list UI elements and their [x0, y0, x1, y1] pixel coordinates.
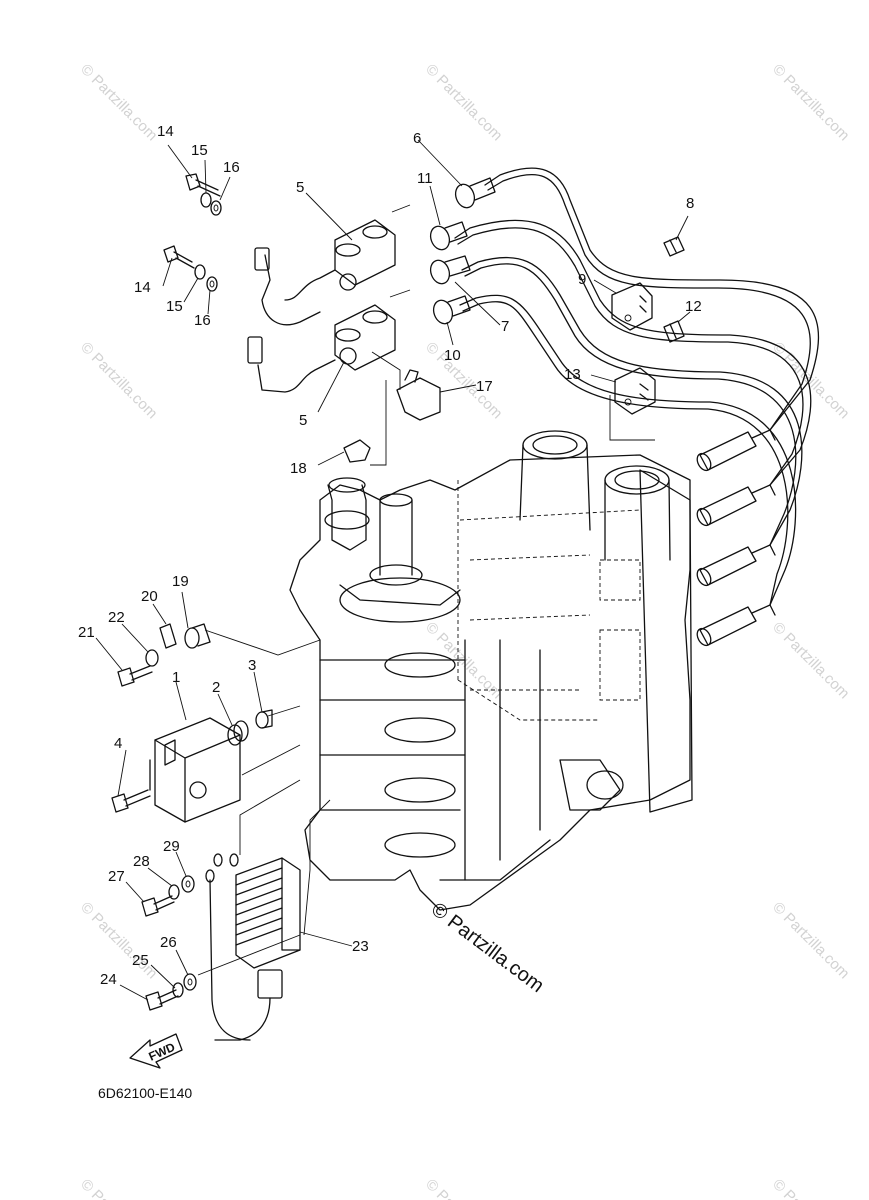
- callout-5-upper: 5: [296, 179, 304, 196]
- callout-13: 13: [564, 366, 581, 383]
- holder-8: [663, 236, 685, 257]
- cdi-unit-1: [149, 717, 241, 823]
- callout-22: 22: [108, 609, 125, 626]
- plug-cap-3: [696, 544, 776, 587]
- callout-14-lower: 14: [134, 279, 151, 296]
- leader-lines: [95, 139, 691, 1001]
- callouts: 1 2 3 4 5 5 6 7 8 9 10 11 12 13 14 14 15…: [78, 123, 702, 988]
- bolt-14-upper: [185, 173, 221, 197]
- callout-4: 4: [114, 735, 122, 752]
- plug-cap-1: [696, 429, 776, 472]
- callout-19: 19: [172, 573, 189, 590]
- callout-9: 9: [578, 271, 586, 288]
- watermark-top-center: © Partzilla.com: [422, 61, 505, 144]
- callout-20: 20: [141, 588, 158, 605]
- callout-23: 23: [352, 938, 369, 955]
- fwd-arrow: FWD: [129, 1033, 183, 1069]
- clamp-17: [396, 369, 441, 421]
- callout-7: 7: [501, 318, 509, 335]
- holder-20: [159, 623, 177, 649]
- spark-plug-caps: [696, 429, 776, 647]
- callout-3: 3: [248, 657, 256, 674]
- callout-5-lower: 5: [299, 412, 307, 429]
- bolt-14-lower: [163, 245, 195, 269]
- callout-25: 25: [132, 952, 149, 969]
- watermark-bottom-right: © Partzilla.com: [769, 1176, 852, 1200]
- washer-25: [172, 982, 184, 998]
- washer-15-lower: [194, 264, 206, 280]
- plug-cap-2: [696, 484, 776, 527]
- watermark-bottom-center: © Partzilla.com: [422, 1176, 505, 1200]
- callout-15-lower: 15: [166, 298, 183, 315]
- fwd-label: FWD: [147, 1040, 178, 1064]
- callout-18: 18: [290, 460, 307, 477]
- grommet-2: [227, 720, 249, 746]
- watermark-mid-center: © Partzilla.com: [422, 339, 505, 422]
- washer-26: [183, 973, 197, 991]
- cord-boot-11: [429, 221, 468, 251]
- callout-14-upper: 14: [157, 123, 174, 140]
- washer-29: [181, 875, 195, 893]
- callout-28: 28: [133, 853, 150, 870]
- callout-6: 6: [413, 130, 421, 147]
- callout-29: 29: [163, 838, 180, 855]
- callout-1: 1: [172, 669, 180, 686]
- watermark-low-left: © Partzilla.com: [77, 899, 160, 982]
- watermark-top-left: © Partzilla.com: [77, 61, 160, 144]
- high-tension-cords: [429, 167, 820, 606]
- callout-24: 24: [100, 971, 117, 988]
- bracket-9: [611, 282, 653, 331]
- main-watermark: © Partzilla.com: [427, 898, 548, 997]
- callout-16-lower: 16: [194, 312, 211, 329]
- callout-17: 17: [476, 378, 493, 395]
- washer-22: [145, 649, 159, 667]
- callout-10: 10: [444, 347, 461, 364]
- rectifier-regulator-23: [214, 857, 301, 1041]
- callout-26: 26: [160, 934, 177, 951]
- engine-block: [289, 430, 693, 911]
- washer-16-upper: [210, 200, 222, 216]
- ground-lead: [205, 869, 251, 1041]
- callout-16-upper: 16: [223, 159, 240, 176]
- watermark-low-right: © Partzilla.com: [769, 899, 852, 982]
- washer-28: [168, 884, 180, 900]
- bolt-27: [141, 895, 175, 917]
- bolt-4: [111, 789, 151, 813]
- small-washers: [213, 853, 239, 867]
- grommet-3: [255, 709, 273, 729]
- grommet-19: [184, 623, 211, 649]
- ignition-coil-lower: [247, 304, 396, 393]
- watermark-mid-left: © Partzilla.com: [77, 339, 160, 422]
- watermark-center-right: © Partzilla.com: [769, 619, 852, 702]
- clip-18: [343, 439, 371, 463]
- watermark-bottom-left: © Partzilla.com: [77, 1176, 160, 1200]
- callout-2: 2: [212, 679, 220, 696]
- callout-12: 12: [685, 298, 702, 315]
- diagram-code: 6D62100-E140: [98, 1085, 192, 1101]
- callout-11: 11: [417, 170, 433, 187]
- bolt-21: [117, 665, 153, 687]
- watermark-top-right: © Partzilla.com: [769, 61, 852, 144]
- callout-27: 27: [108, 868, 125, 885]
- ignition-coil-upper: [254, 219, 396, 326]
- bracket-13: [614, 367, 656, 415]
- cord-boot-7: [429, 255, 471, 285]
- holder-12: [663, 320, 685, 343]
- plug-cap-4: [696, 604, 776, 647]
- callout-8: 8: [686, 195, 694, 212]
- callout-21: 21: [78, 624, 95, 641]
- washer-16-lower: [206, 276, 218, 292]
- callout-15-upper: 15: [191, 142, 208, 159]
- washer-15-upper: [200, 192, 212, 208]
